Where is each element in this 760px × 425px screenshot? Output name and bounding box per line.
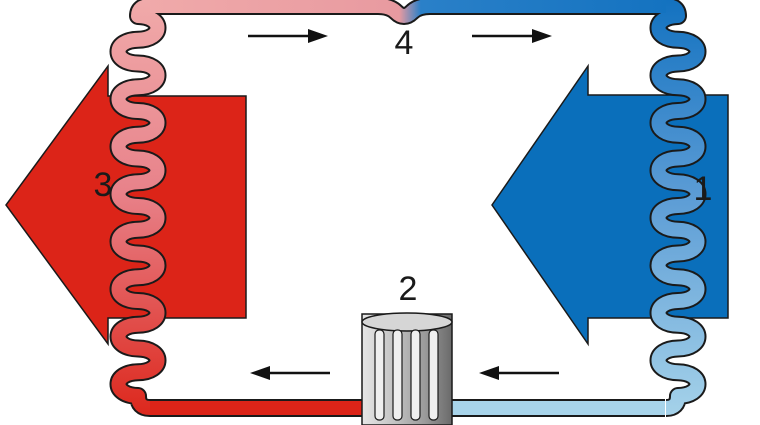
flow-arrow-top-right <box>472 29 552 43</box>
flow-arrow-bottom-left <box>250 366 330 380</box>
top-pipe <box>150 0 666 23</box>
label-condenser: 3 <box>94 166 113 204</box>
evaporator-coil <box>651 0 705 415</box>
label-compressor: 2 <box>399 270 418 308</box>
flow-arrow-bottom-right <box>479 366 559 380</box>
label-expansion-valve: 4 <box>395 24 414 62</box>
label-evaporator: 1 <box>694 170 713 208</box>
compressor <box>361 312 453 425</box>
condenser-coil <box>111 0 165 415</box>
flow-arrow-top-left <box>248 29 328 43</box>
